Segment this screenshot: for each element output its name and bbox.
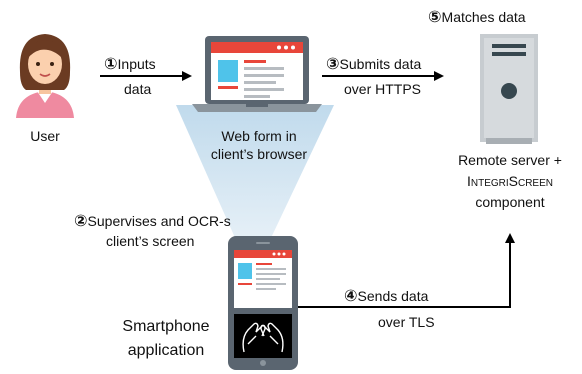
step-4-number: ④ [344, 288, 358, 305]
step-1-label: ①Inputs [104, 56, 156, 73]
step-4-label: ④Sends data [344, 288, 428, 305]
browser-caption-line1: Web form in [221, 128, 297, 144]
server-caption-line3: component [475, 194, 545, 210]
user-caption: User [30, 128, 60, 144]
step-3-text-line2: over HTTPS [344, 81, 422, 97]
server-caption-line1: Remote server + [458, 152, 562, 168]
user-avatar-icon [16, 34, 74, 118]
step-2-text: Supervises and OCR-s [87, 213, 231, 229]
server-icon [480, 34, 538, 144]
step-1-text: Inputs [117, 56, 156, 72]
step-1-number: ① [104, 56, 118, 73]
smartphone-icon [228, 236, 298, 370]
server-caption-brand: IntegriScreen [466, 173, 553, 189]
step-3-label: ③Submits data [326, 56, 421, 73]
step-2-number: ② [74, 213, 88, 230]
step-2-label: ②Supervises and OCR-s [74, 213, 231, 230]
step-4-text: Sends data [357, 288, 429, 304]
step-5-number: ⑤ [428, 9, 442, 26]
step-2-text-line2: client’s screen [106, 233, 195, 249]
step-1-text-line2: data [124, 81, 152, 97]
step-4-text-line2: over TLS [378, 314, 435, 330]
step-3-text: Submits data [339, 56, 422, 72]
phone-caption-line1: Smartphone [122, 318, 210, 335]
phone-caption-line2: application [127, 342, 205, 359]
step-5-text: Matches data [441, 9, 526, 25]
laptop-icon [192, 36, 322, 112]
step-5-label: ⑤Matches data [428, 9, 526, 26]
ocr-view-cone [176, 105, 334, 240]
arrow-phone-to-server [298, 233, 515, 308]
step-3-number: ③ [326, 56, 340, 73]
browser-caption-line2: client’s browser [210, 146, 308, 162]
